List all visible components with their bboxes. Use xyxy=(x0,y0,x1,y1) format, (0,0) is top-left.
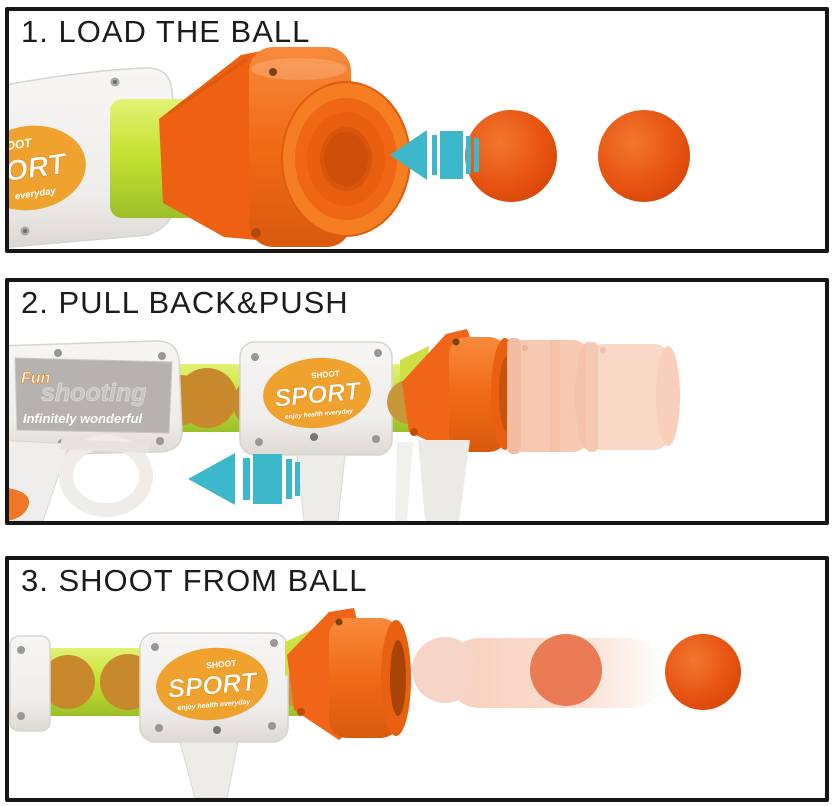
step-2-title: 2. PULL BACK&PUSH xyxy=(21,285,349,320)
muzzle-hole xyxy=(251,228,261,238)
step-panel-3: 3. SHOOT FROM BALL xyxy=(5,556,829,802)
screws xyxy=(20,77,120,236)
foam-ball-ghost-mid xyxy=(530,634,602,706)
step-3-illustration: SHOOT SPORT enjoy health everyday xyxy=(9,608,741,798)
step-1-illustration: OOT ORT everyday xyxy=(9,47,690,248)
brand-plate xyxy=(14,357,173,434)
brand-fun-text: Fun xyxy=(21,370,51,387)
step-2-illustration: Fun shooting Infinitely wonderful xyxy=(9,329,680,521)
step-3-title: 3. SHOOT FROM BALL xyxy=(21,563,368,598)
brand-slogan-text: Infinitely wonderful xyxy=(23,411,143,426)
foam-ball xyxy=(665,634,741,710)
muzzle xyxy=(159,47,411,247)
left-arrow-icon xyxy=(390,130,479,180)
logo-shoot-text: SHOOT xyxy=(311,369,340,380)
grip-orange-patch xyxy=(9,488,30,521)
brand-shooting-text: shooting xyxy=(41,379,147,407)
muzzle xyxy=(285,608,411,740)
logo-sport-text: SPORT xyxy=(273,377,364,413)
foam-ball-ghost-faint xyxy=(412,637,478,703)
muzzle-screw xyxy=(269,68,277,76)
ghost-muzzle-2 xyxy=(586,342,680,452)
foam-ball xyxy=(598,110,690,202)
muzzle-screw xyxy=(335,618,343,626)
barrel-clamp xyxy=(9,635,51,732)
muzzle-hole xyxy=(297,708,305,716)
muzzle-cylinder xyxy=(449,337,507,452)
pump-grip: SHOOT SPORT enjoy health everyday xyxy=(239,341,393,521)
logo-shoot-text: SHOOT xyxy=(206,658,238,671)
step-panel-1: 1. LOAD THE BALL xyxy=(5,7,829,253)
muzzle xyxy=(387,329,519,454)
muzzle-hole xyxy=(410,428,418,436)
gun-body: Fun shooting Infinitely wonderful xyxy=(9,340,183,521)
muzzle-screw xyxy=(452,338,460,346)
ghost-grip-stand xyxy=(395,440,470,521)
muzzle-face xyxy=(281,81,411,237)
sport-logo: SHOOT SPORT enjoy health everyday xyxy=(156,647,268,721)
logo-sport-text: SPORT xyxy=(166,666,259,704)
foam-ball xyxy=(465,110,557,202)
sport-logo-cropped: OOT ORT everyday xyxy=(9,125,86,211)
sport-logo: SHOOT SPORT enjoy health everyday xyxy=(263,357,371,429)
muzzle-collar xyxy=(159,51,267,241)
step-panel-2: 2. PULL BACK&PUSH xyxy=(5,278,829,525)
grip-stand xyxy=(296,454,346,521)
pump-grip: SHOOT SPORT enjoy health everyday xyxy=(139,632,289,798)
grip-stand xyxy=(179,741,239,798)
muzzle-cylinder xyxy=(329,618,399,738)
screws xyxy=(251,349,382,446)
screws xyxy=(151,639,278,734)
step-1-title: 1. LOAD THE BALL xyxy=(21,14,311,49)
left-arrow-icon xyxy=(188,453,300,505)
logo-fragment-top: OOT xyxy=(9,135,34,153)
